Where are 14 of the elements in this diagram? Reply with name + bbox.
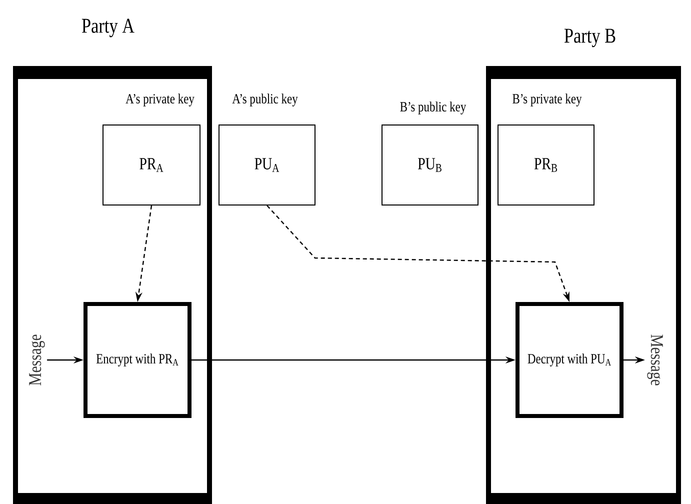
key-box: PU$_{A}$ bbox=[218, 124, 316, 206]
key-box: PR$_{A}$ bbox=[102, 124, 200, 206]
key-label: B’s public key bbox=[400, 102, 466, 114]
message-label: Message bbox=[29, 334, 45, 386]
message-label: Message bbox=[647, 334, 663, 386]
process-box: Encrypt with PR$_{A}$ bbox=[84, 302, 192, 418]
key-label: A’s public key bbox=[232, 94, 298, 106]
key-box: PR$_{B}$ bbox=[498, 124, 594, 206]
key-box: PU$_{B}$ bbox=[382, 124, 478, 206]
party-heading: Party A bbox=[82, 18, 134, 38]
process-box: Decrypt with PU$_{A}$ bbox=[516, 302, 624, 418]
party-heading: Party B bbox=[564, 28, 616, 48]
key-label: A’s private key bbox=[126, 94, 194, 106]
key-label: B’s private key bbox=[512, 94, 582, 106]
